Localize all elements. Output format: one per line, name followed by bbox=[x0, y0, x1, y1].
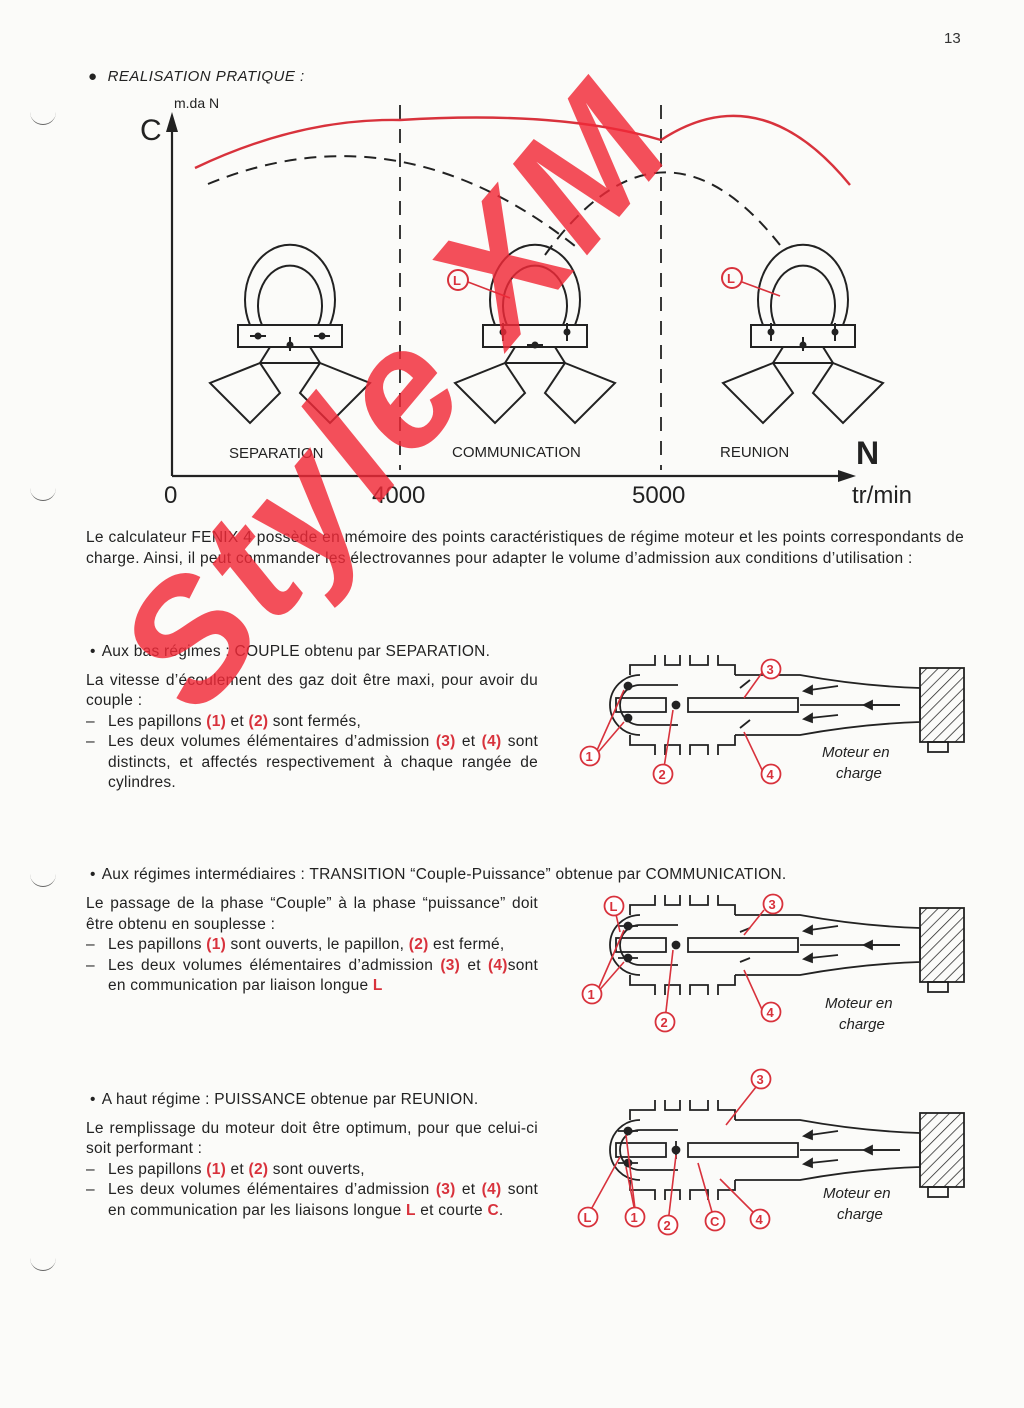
binder-hole bbox=[30, 486, 56, 501]
svg-text:1: 1 bbox=[586, 749, 593, 764]
section-body: Le passage de la phase “Couple” à la pha… bbox=[86, 895, 538, 933]
svg-text:3: 3 bbox=[769, 897, 776, 912]
x-tick-5000: 5000 bbox=[632, 482, 685, 509]
engine-schematic-separation bbox=[208, 243, 372, 425]
callouts: L 1 2 C 4 3 bbox=[577, 1068, 772, 1236]
section-heading: •Aux bas régimes : COUPLE obtenu par SEP… bbox=[90, 643, 491, 660]
section-list: Les papillons (1) sont ouverts, le papil… bbox=[86, 935, 538, 997]
binder-hole bbox=[30, 872, 56, 887]
curve-envelope bbox=[194, 114, 851, 186]
svg-text:2: 2 bbox=[659, 767, 666, 782]
intake-diagram-separation: 1 2 3 4 Moteur en charge bbox=[579, 655, 965, 785]
list-item: Les papillons (1) et (2) sont ouverts, bbox=[86, 1160, 538, 1181]
section-list: Les papillons (1) et (2) sont fermés, Le… bbox=[86, 712, 538, 794]
x-axis-label: N bbox=[856, 435, 879, 471]
x-tick-0: 0 bbox=[164, 482, 177, 509]
svg-text:4: 4 bbox=[756, 1212, 764, 1227]
torque-chart: C m.da N N tr/min 0 4000 5000 SEPARATION… bbox=[140, 95, 912, 509]
svg-text:L: L bbox=[584, 1210, 592, 1225]
diagram-caption: charge bbox=[839, 1016, 885, 1033]
section-communication: Le passage de la phase “Couple” à la pha… bbox=[86, 894, 538, 997]
diagram-caption: Moteur en bbox=[825, 995, 893, 1012]
section-bullet: ● bbox=[88, 68, 98, 85]
mode-label-separation: SEPARATION bbox=[229, 445, 323, 462]
diagram-caption: charge bbox=[836, 765, 882, 782]
section-communication-heading: •Aux régimes intermédiaires : TRANSITION… bbox=[90, 866, 787, 883]
svg-text:3: 3 bbox=[767, 662, 774, 677]
diagram-caption: Moteur en bbox=[823, 1185, 891, 1202]
binder-hole bbox=[30, 110, 56, 125]
svg-text:L: L bbox=[727, 271, 735, 286]
list-item: Les papillons (1) et (2) sont fermés, bbox=[86, 712, 538, 733]
curve-communication-mode bbox=[544, 171, 781, 256]
section-body: La vitesse d’écoulement des gaz doit êtr… bbox=[86, 671, 538, 710]
section-reunion: •A haut régime : PUISSANCE obtenue par R… bbox=[86, 1090, 538, 1221]
section-list: Les papillons (1) et (2) sont ouverts, L… bbox=[86, 1160, 538, 1222]
svg-text:1: 1 bbox=[631, 1210, 638, 1225]
section-title-text: REALISATION PRATIQUE : bbox=[107, 68, 305, 85]
section-separation: •Aux bas régimes : COUPLE obtenu par SEP… bbox=[86, 642, 538, 794]
svg-text:L: L bbox=[453, 273, 461, 288]
engine-schematic-reunion bbox=[721, 243, 885, 425]
svg-text:C: C bbox=[710, 1214, 720, 1229]
x-axis-arrow bbox=[838, 470, 856, 482]
section-heading: •A haut régime : PUISSANCE obtenue par R… bbox=[90, 1091, 479, 1108]
intake-diagram-communication: L 1 2 3 4 Moteur en charge bbox=[581, 893, 965, 1033]
y-axis-label: C bbox=[140, 114, 162, 147]
callouts: 1 2 3 4 bbox=[579, 658, 782, 785]
y-axis-arrow bbox=[166, 112, 178, 132]
svg-text:2: 2 bbox=[661, 1015, 668, 1030]
intake-diagrams: 1 2 3 4 Moteur en charge bbox=[577, 655, 965, 1236]
binder-hole bbox=[30, 1256, 56, 1271]
svg-text:2: 2 bbox=[664, 1218, 671, 1233]
marker-l-reunion: L bbox=[721, 267, 781, 297]
mode-label-reunion: REUNION bbox=[720, 444, 789, 461]
diagram-caption: Moteur en bbox=[822, 744, 890, 761]
engine-schematic-communication bbox=[453, 243, 617, 425]
list-item: Les papillons (1) sont ouverts, le papil… bbox=[86, 935, 538, 956]
curve-separation-mode bbox=[207, 155, 581, 251]
svg-text:4: 4 bbox=[767, 1005, 775, 1020]
svg-text:3: 3 bbox=[757, 1072, 764, 1087]
svg-text:L: L bbox=[610, 899, 618, 914]
list-item: Les deux volumes élémentaires d’admissio… bbox=[86, 956, 538, 997]
x-tick-4000: 4000 bbox=[372, 482, 425, 509]
y-axis-unit: m.da N bbox=[174, 95, 219, 111]
callouts: L 1 2 3 4 bbox=[581, 893, 784, 1033]
intro-paragraph: Le calculateur FENIX 4 possède en mémoir… bbox=[86, 529, 964, 567]
mode-label-communication: COMMUNICATION bbox=[452, 444, 581, 461]
marker-l-communication: L bbox=[447, 269, 511, 299]
list-item: Les deux volumes élémentaires d’admissio… bbox=[86, 732, 538, 794]
svg-text:4: 4 bbox=[767, 767, 775, 782]
section-body: Le remplissage du moteur doit être optim… bbox=[86, 1119, 538, 1158]
page-number: 13 bbox=[944, 30, 961, 47]
section-title: ● REALISATION PRATIQUE : bbox=[88, 68, 305, 85]
diagram-caption: charge bbox=[837, 1206, 883, 1223]
intake-diagram-reunion: L 1 2 C 4 3 Moteur en charge bbox=[577, 1068, 965, 1236]
x-axis-unit: tr/min bbox=[852, 482, 912, 509]
svg-text:1: 1 bbox=[588, 987, 595, 1002]
list-item: Les deux volumes élémentaires d’admissio… bbox=[86, 1180, 538, 1221]
